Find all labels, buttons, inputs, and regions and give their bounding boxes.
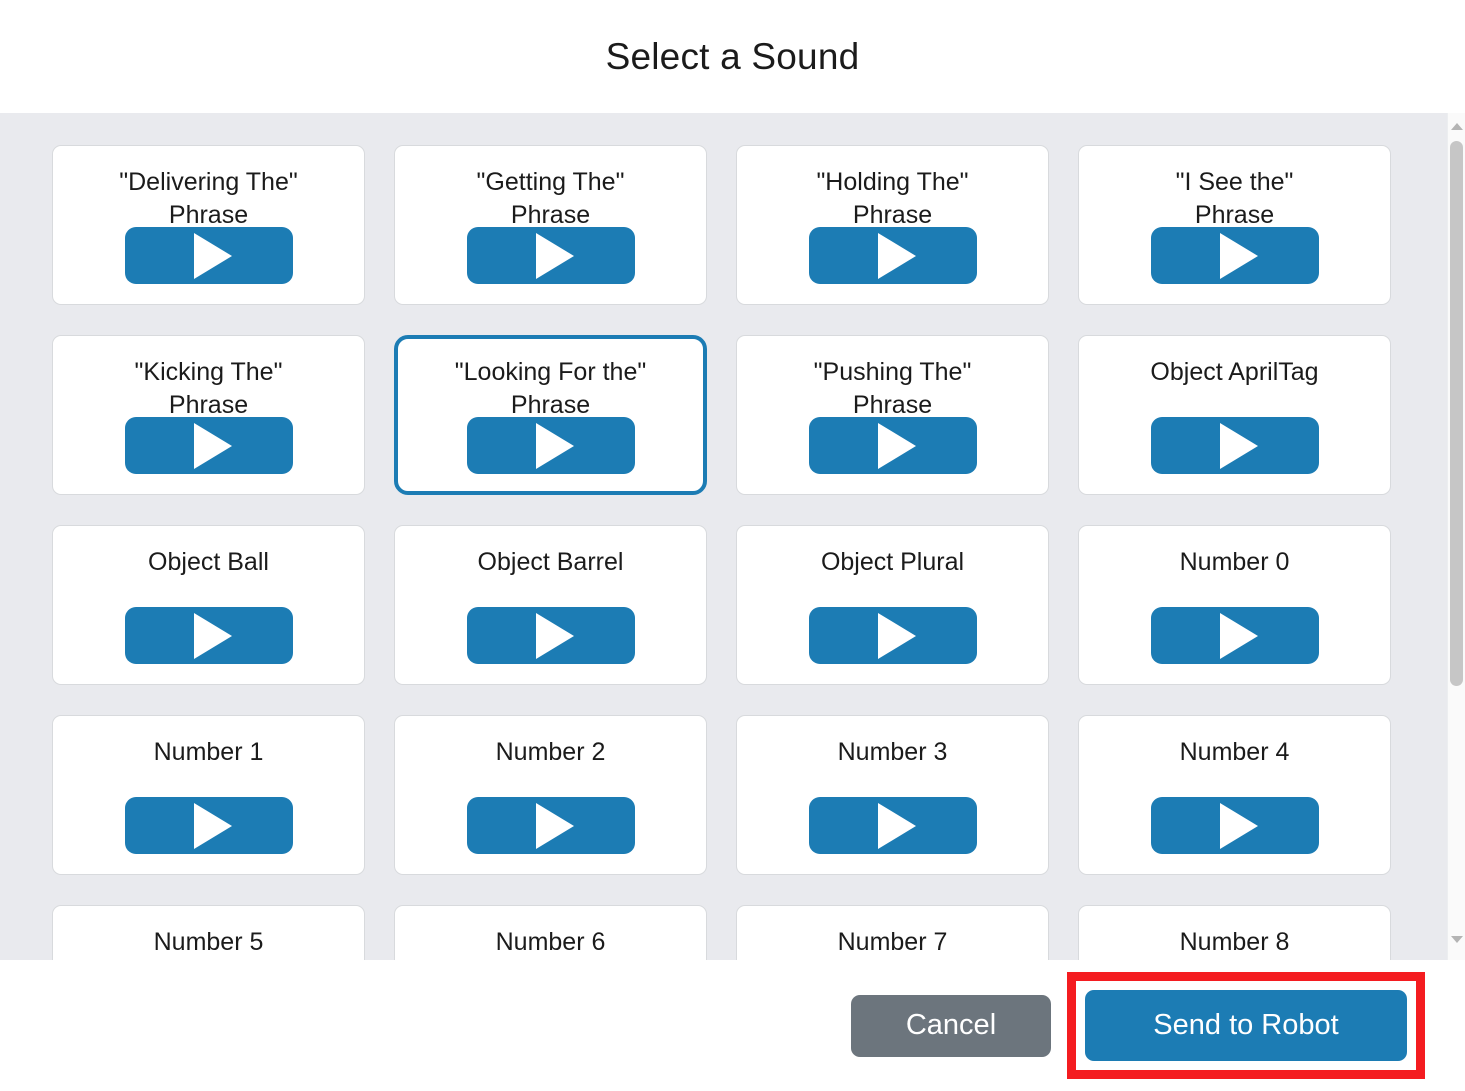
play-sound-button[interactable] xyxy=(1150,607,1319,664)
play-sound-button[interactable] xyxy=(1150,797,1319,854)
play-sound-button[interactable] xyxy=(124,797,293,854)
sound-card[interactable]: Object Ball xyxy=(52,525,365,685)
scroll-down-arrow-icon[interactable] xyxy=(1448,930,1465,948)
sound-card[interactable]: Number 8 xyxy=(1078,905,1391,960)
sound-grid: "Delivering The" Phrase "Getting The" Phr… xyxy=(0,145,1447,960)
sound-card[interactable]: Number 6 xyxy=(394,905,707,960)
sound-card-label: "Delivering The" Phrase xyxy=(119,168,298,229)
play-icon xyxy=(877,802,916,849)
sound-card-label: Number 0 xyxy=(1179,548,1290,576)
sound-card-label: "Kicking The" Phrase xyxy=(134,358,283,419)
dialog-footer: Cancel Send to Robot xyxy=(0,960,1465,1091)
play-sound-button[interactable] xyxy=(466,417,635,474)
sound-card[interactable]: "Delivering The" Phrase xyxy=(52,145,365,305)
play-icon xyxy=(535,802,574,849)
sound-card[interactable]: Number 7 xyxy=(736,905,1049,960)
sound-card[interactable]: Number 3 xyxy=(736,715,1049,875)
sound-card[interactable]: Number 0 xyxy=(1078,525,1391,685)
sound-card[interactable]: Object Barrel xyxy=(394,525,707,685)
play-sound-button[interactable] xyxy=(808,607,977,664)
send-to-robot-button[interactable]: Send to Robot xyxy=(1085,990,1407,1061)
dialog-title: Select a Sound xyxy=(605,36,860,77)
sound-card[interactable]: Number 1 xyxy=(52,715,365,875)
play-icon xyxy=(1219,422,1258,469)
sound-card[interactable]: "Looking For the" Phrase xyxy=(394,335,707,495)
sound-card[interactable]: "I See the" Phrase xyxy=(1078,145,1391,305)
sound-card[interactable]: Number 4 xyxy=(1078,715,1391,875)
play-icon xyxy=(1219,232,1258,279)
sound-list-scroll-area[interactable]: "Delivering The" Phrase "Getting The" Phr… xyxy=(0,113,1465,960)
play-sound-button[interactable] xyxy=(808,797,977,854)
sound-card-label: "Getting The" Phrase xyxy=(476,168,625,229)
play-sound-button[interactable] xyxy=(466,797,635,854)
sound-card-label: Number 5 xyxy=(153,928,264,956)
scrollbar-thumb[interactable] xyxy=(1450,141,1463,686)
sound-card[interactable]: Number 5 xyxy=(52,905,365,960)
play-sound-button[interactable] xyxy=(466,227,635,284)
sound-card-label: Object Barrel xyxy=(477,548,624,576)
sound-card-label: Number 7 xyxy=(837,928,948,956)
sound-card[interactable]: Object Plural xyxy=(736,525,1049,685)
play-sound-button[interactable] xyxy=(124,227,293,284)
play-icon xyxy=(535,422,574,469)
play-icon xyxy=(1219,802,1258,849)
cancel-button[interactable]: Cancel xyxy=(851,994,1051,1057)
play-icon xyxy=(535,232,574,279)
play-icon xyxy=(877,232,916,279)
play-icon xyxy=(193,802,232,849)
play-sound-button[interactable] xyxy=(1150,227,1319,284)
sound-card[interactable]: "Pushing The" Phrase xyxy=(736,335,1049,495)
sound-card-label: Number 6 xyxy=(495,928,606,956)
play-icon xyxy=(1219,612,1258,659)
sound-card[interactable]: Object AprilTag xyxy=(1078,335,1391,495)
play-icon xyxy=(193,422,232,469)
sound-card-label: Number 8 xyxy=(1179,928,1290,956)
sound-card[interactable]: Number 2 xyxy=(394,715,707,875)
sound-card[interactable]: "Holding The" Phrase xyxy=(736,145,1049,305)
sound-card[interactable]: "Getting The" Phrase xyxy=(394,145,707,305)
sound-card-label: Object Ball xyxy=(148,548,269,576)
play-sound-button[interactable] xyxy=(808,417,977,474)
play-icon xyxy=(877,612,916,659)
scroll-up-arrow-icon[interactable] xyxy=(1448,117,1465,135)
play-sound-button[interactable] xyxy=(124,607,293,664)
dialog-header: Select a Sound xyxy=(0,0,1465,113)
play-sound-button[interactable] xyxy=(466,607,635,664)
sound-card-label: Number 1 xyxy=(153,738,264,766)
sound-card-label: Object Plural xyxy=(820,548,965,576)
play-icon xyxy=(877,422,916,469)
play-sound-button[interactable] xyxy=(1150,417,1319,474)
play-icon xyxy=(193,232,232,279)
sound-card-label: Object AprilTag xyxy=(1150,358,1319,386)
sound-card-label: "I See the" Phrase xyxy=(1175,168,1294,229)
play-icon xyxy=(193,612,232,659)
sound-card-label: "Holding The" Phrase xyxy=(816,168,969,229)
send-to-robot-highlight: Send to Robot xyxy=(1067,972,1425,1079)
sound-card-label: Number 4 xyxy=(1179,738,1290,766)
sound-card-label: "Looking For the" Phrase xyxy=(454,358,647,419)
sound-card-label: Number 3 xyxy=(837,738,948,766)
vertical-scrollbar[interactable] xyxy=(1447,113,1465,960)
sound-card-label: Number 2 xyxy=(495,738,606,766)
sound-card-label: "Pushing The" Phrase xyxy=(813,358,972,419)
sound-grid-container: "Delivering The" Phrase "Getting The" Phr… xyxy=(0,113,1447,960)
play-sound-button[interactable] xyxy=(808,227,977,284)
play-sound-button[interactable] xyxy=(124,417,293,474)
play-icon xyxy=(535,612,574,659)
sound-card[interactable]: "Kicking The" Phrase xyxy=(52,335,365,495)
